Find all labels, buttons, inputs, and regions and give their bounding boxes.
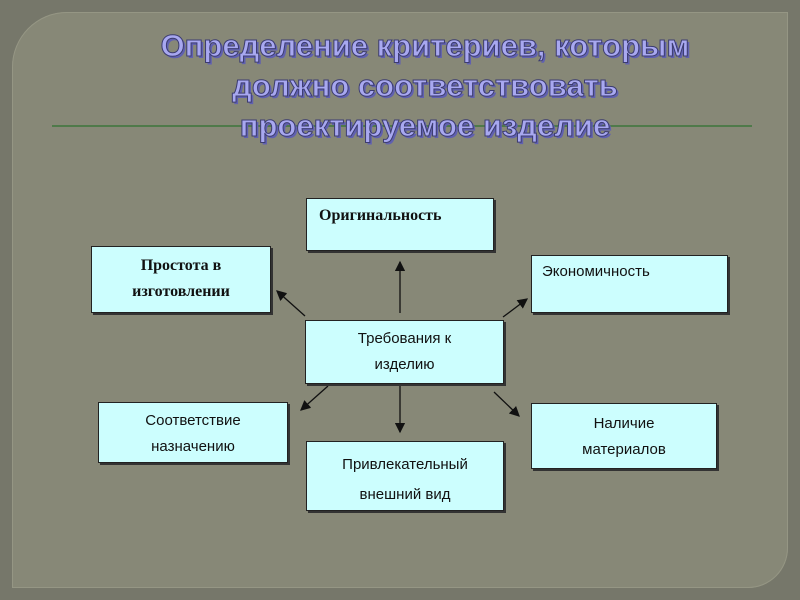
title-line: проектируемое изделие: [239, 108, 611, 144]
arrow-sw: [300, 385, 329, 411]
title-divider: [52, 125, 752, 127]
box-label: Простота в: [140, 257, 222, 274]
box-label: Требования к: [357, 330, 452, 347]
box-label: Наличие: [593, 415, 655, 432]
box-economy: Экономичность: [531, 255, 728, 313]
box-label: изделию: [374, 356, 435, 373]
title-line: Определение критериев, которым: [160, 28, 690, 64]
box-label: материалов: [582, 441, 666, 458]
box-label: Соответствие: [145, 412, 241, 429]
box-materials: Наличие материалов: [531, 403, 717, 469]
arrow-ne: [502, 298, 529, 318]
box-purpose: Соответствие назначению: [98, 402, 288, 463]
box-appearance: Привлекательный внешний вид: [306, 441, 504, 511]
slide-title: Определение критериев, которым должно со…: [100, 26, 750, 146]
box-simplicity: Простота в изготовлении: [91, 246, 271, 313]
box-label: внешний вид: [359, 486, 451, 503]
box-originality: Оригинальность: [306, 198, 494, 251]
box-label: изготовлении: [132, 283, 230, 300]
box-center: Требования к изделию: [305, 320, 504, 384]
box-label: Экономичность: [542, 263, 650, 280]
box-label: Оригинальность: [319, 207, 442, 224]
arrow-se: [493, 391, 520, 417]
box-label: назначению: [151, 438, 235, 455]
title-line: должно соответствовать: [232, 68, 619, 104]
box-label: Привлекательный: [342, 456, 468, 473]
arrow-nw: [276, 290, 306, 317]
